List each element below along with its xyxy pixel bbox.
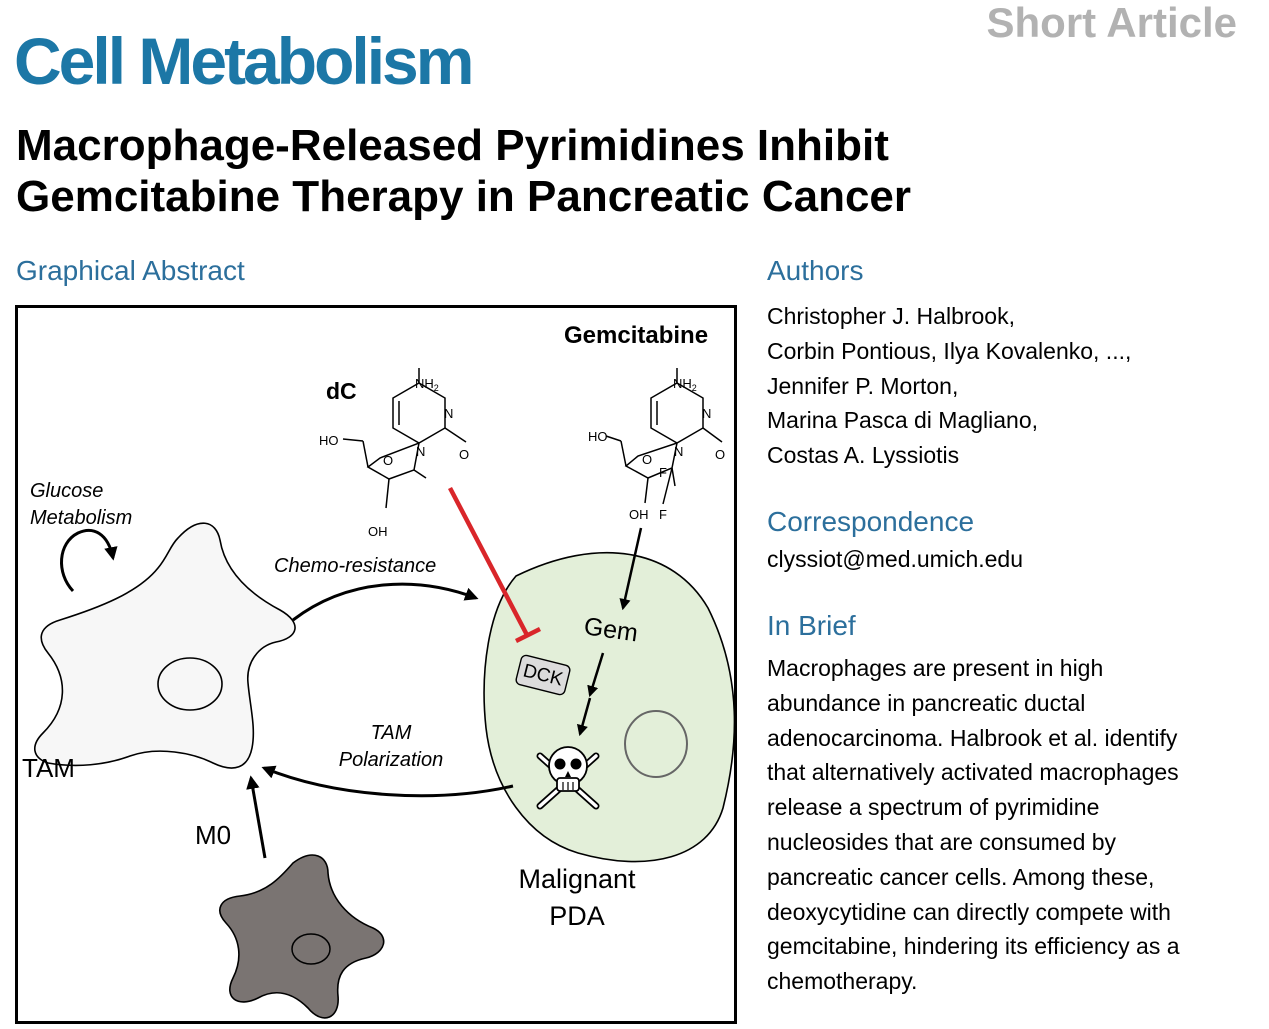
author-line: Jennifer P. Morton, xyxy=(767,372,959,399)
n-label: N xyxy=(702,406,711,421)
graphical-abstract-figure: DCK xyxy=(15,305,737,1024)
dck-to-death-arrow xyxy=(576,697,592,737)
in-brief-line: Macrophages are present in high xyxy=(767,655,1104,681)
correspondence-heading: Correspondence xyxy=(767,506,975,537)
author-line: Corbin Pontious, Ilya Kovalenko, ..., xyxy=(767,337,1132,364)
gemcitabine-label: Gemcitabine xyxy=(564,322,708,349)
gemcitabine-uptake-arrow xyxy=(619,527,643,611)
tam-polarization-arrow xyxy=(261,765,514,798)
author-line: Christopher J. Halbrook, xyxy=(767,303,1015,329)
skull-crossbones-icon xyxy=(536,746,600,810)
article-type: Short Article xyxy=(986,0,1237,46)
correspondence-email[interactable]: clyssiot@med.umich.edu xyxy=(767,546,1023,572)
o-label: O xyxy=(715,447,725,462)
authors-list: Christopher J. Halbrook, Corbin Pontious… xyxy=(767,299,1131,473)
title-line: Gemcitabine Therapy in Pancreatic Cancer xyxy=(16,172,912,221)
o-label: O xyxy=(459,447,469,462)
in-brief-text: Macrophages are present in high abundanc… xyxy=(767,651,1180,999)
title-line: Macrophage-Released Pyrimidines Inhibit xyxy=(16,121,889,170)
glucose-metabolism-arrow xyxy=(60,528,118,593)
graphical-abstract-heading: Graphical Abstract xyxy=(16,255,245,286)
f-label: F xyxy=(659,507,667,522)
malignant-label: Malignant xyxy=(518,864,636,894)
gem-to-dck-arrow xyxy=(587,652,605,698)
pda-label: PDA xyxy=(549,901,605,931)
dc-inhibition-arrow xyxy=(448,486,529,637)
m0-nucleus xyxy=(291,933,331,965)
tam-polarization-label: TAM xyxy=(371,722,412,744)
authors-heading: Authors xyxy=(767,255,864,286)
nh2-label: NH2 xyxy=(673,376,697,393)
tam-cell xyxy=(34,522,296,769)
glucose-label: Glucose xyxy=(30,480,103,502)
o-label: O xyxy=(642,452,652,467)
o-label: O xyxy=(383,453,393,468)
tam-label: TAM xyxy=(22,753,75,783)
cancer-cell-nucleus xyxy=(624,710,688,778)
tam-polarization-label: Polarization xyxy=(339,749,444,771)
chemo-resistance-arrow xyxy=(292,582,479,622)
n-label: N xyxy=(416,444,425,459)
ho-label: HO xyxy=(319,433,339,448)
article-title: Macrophage-Released Pyrimidines Inhibit … xyxy=(16,120,1116,222)
graphical-abstract-svg: DCK xyxy=(22,322,734,1019)
dck-box: DCK xyxy=(515,654,571,696)
dc-label: dC xyxy=(326,378,357,404)
n-label: N xyxy=(444,406,453,421)
tam-nucleus xyxy=(157,657,223,711)
ho-label: HO xyxy=(588,429,608,444)
in-brief-line: gemcitabine, hindering its efficiency as… xyxy=(767,933,1180,960)
in-brief-line: adenocarcinoma. Halbrook et al. identify xyxy=(767,724,1178,751)
oh-label: OH xyxy=(629,507,649,522)
in-brief-line: release a spectrum of pyrimidine xyxy=(767,794,1100,821)
author-line: Costas A. Lyssiotis xyxy=(767,442,960,469)
gemcitabine-structure xyxy=(605,368,723,505)
nh2-label: NH2 xyxy=(415,376,439,393)
journal-name: Cell Metabolism xyxy=(14,24,474,98)
metabolism-label: Metabolism xyxy=(30,507,132,529)
f-label: F xyxy=(659,465,667,480)
in-brief-line: deoxycytidine can directly compete with xyxy=(767,898,1171,925)
m0-to-tam-arrow xyxy=(246,775,267,859)
m0-label: M0 xyxy=(195,820,231,850)
in-brief-line: abundance in pancreatic ductal xyxy=(767,689,1086,716)
author-line: Marina Pasca di Magliano, xyxy=(767,407,1039,434)
deoxycytidine-structure xyxy=(342,368,467,509)
in-brief-heading: In Brief xyxy=(767,610,856,641)
in-brief-line: that alternatively activated macrophages xyxy=(767,759,1179,786)
n-label: N xyxy=(674,444,683,459)
cancer-cell xyxy=(483,551,734,863)
in-brief-line: pancreatic cancer cells. Among these, xyxy=(767,863,1155,890)
oh-label: OH xyxy=(368,524,388,539)
in-brief-line: nucleosides that are consumed by xyxy=(767,828,1117,855)
inhibition-bar xyxy=(514,626,542,644)
in-brief-line: chemotherapy. xyxy=(767,968,918,995)
chemo-resistance-label: Chemo-resistance xyxy=(274,555,436,577)
